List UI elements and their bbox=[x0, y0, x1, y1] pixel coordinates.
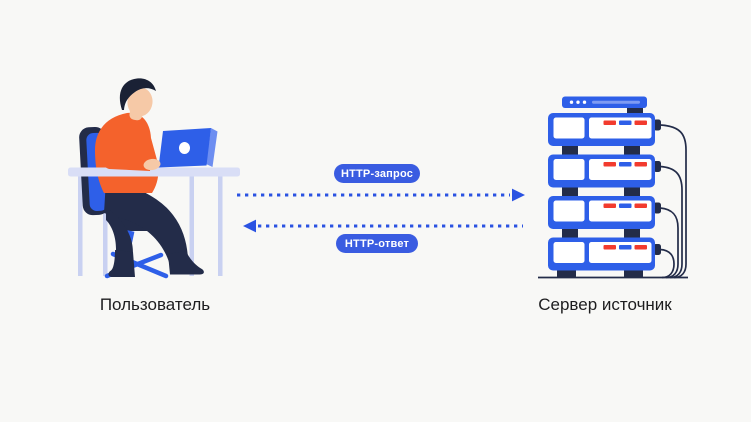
server-unit bbox=[548, 113, 661, 146]
http-request-label: HTTP-запрос bbox=[334, 164, 420, 183]
user-label: Пользователь bbox=[99, 295, 211, 314]
http-response-arrow bbox=[243, 219, 523, 233]
arrow-head-left-icon bbox=[243, 219, 256, 233]
server-unit bbox=[548, 154, 661, 188]
laptop bbox=[158, 128, 218, 168]
server-label: Сервер источник bbox=[538, 295, 672, 314]
http-response-label: HTTP-ответ bbox=[336, 234, 418, 253]
laptop-logo bbox=[179, 142, 190, 154]
http-request-arrow bbox=[237, 188, 525, 202]
user-illustration bbox=[68, 78, 240, 279]
person-head bbox=[119, 78, 156, 121]
arrow-head-right-icon bbox=[512, 188, 525, 202]
person-legs bbox=[104, 180, 204, 277]
server-connectors bbox=[562, 145, 640, 238]
desk-top bbox=[68, 167, 240, 177]
server-illustration bbox=[538, 96, 688, 279]
desk-legs bbox=[78, 176, 223, 276]
person-arm bbox=[101, 146, 161, 171]
server-cables bbox=[659, 124, 687, 279]
server-unit bbox=[548, 237, 661, 271]
server-feet bbox=[557, 269, 643, 278]
server-unit bbox=[548, 196, 661, 229]
server-top-bar bbox=[562, 96, 647, 115]
